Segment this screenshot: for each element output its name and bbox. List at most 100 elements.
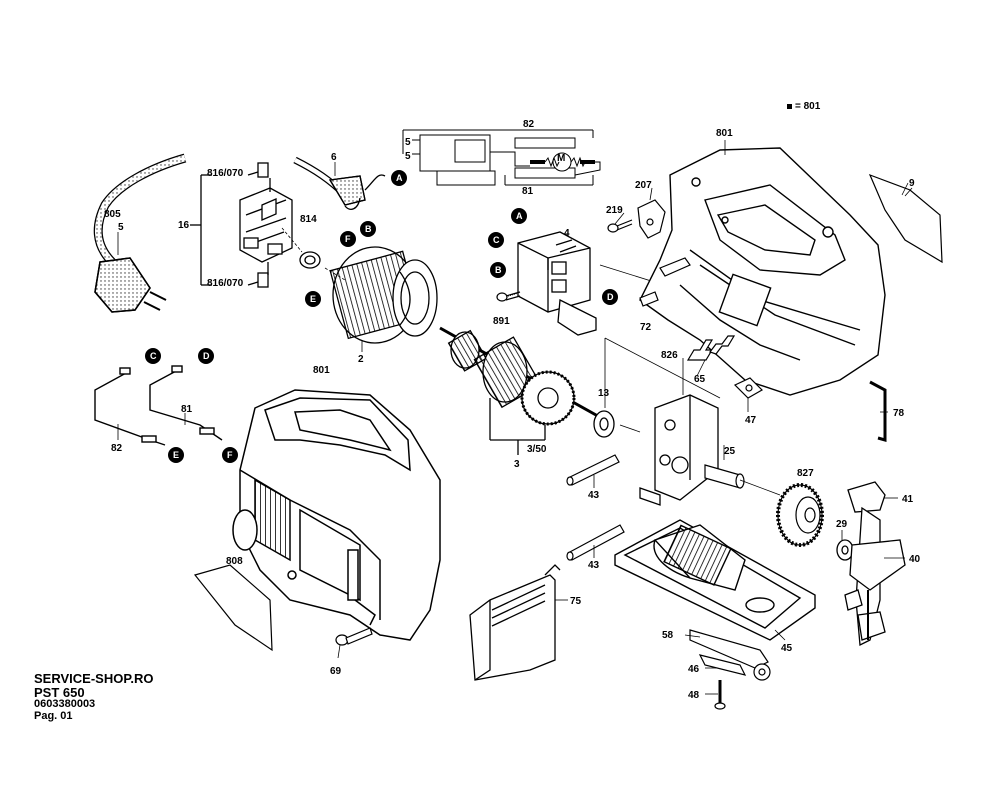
label-891: 891 — [493, 316, 510, 327]
label-2: 2 — [358, 354, 364, 365]
label-29: 29 — [836, 519, 848, 530]
connector-e-motor: E — [305, 291, 321, 307]
svg-text:E: E — [173, 450, 179, 460]
housing-assembled — [232, 389, 441, 641]
square-marker-icon — [787, 103, 792, 109]
gear-plate — [604, 337, 721, 506]
label-65: 65 — [694, 374, 706, 385]
svg-text:C: C — [150, 351, 157, 361]
connector-a-suppressor: A — [511, 208, 527, 224]
label-48: 48 — [688, 690, 700, 701]
svg-text:F: F — [345, 234, 351, 244]
label-6: 6 — [331, 152, 337, 163]
label-3-50: 3/50 — [527, 444, 547, 455]
cable-sleeve — [293, 156, 386, 210]
label-81: 81 — [181, 404, 193, 415]
connector-d-wire: D — [198, 348, 214, 364]
label-808: 808 — [226, 556, 243, 567]
svg-text:E: E — [310, 294, 316, 304]
connector-f-wire: F — [222, 447, 238, 463]
connecting-wires — [94, 365, 223, 446]
label-78: 78 — [893, 408, 905, 419]
label-801-top: 801 — [716, 128, 733, 139]
svg-text:A: A — [516, 211, 523, 221]
label-207: 207 — [635, 180, 652, 191]
label-9: 9 — [909, 178, 915, 189]
label-58: 58 — [662, 630, 674, 641]
svg-text:F: F — [227, 450, 233, 460]
armature — [439, 326, 615, 455]
label-826: 826 — [661, 350, 678, 361]
connector-d-suppressor: D — [602, 289, 618, 305]
label-805: 805 — [104, 209, 121, 220]
label-41: 41 — [902, 494, 914, 505]
leader-lines — [593, 187, 913, 695]
label-46: 46 — [688, 664, 700, 675]
label-40: 40 — [909, 554, 921, 565]
blade-cover — [469, 564, 568, 681]
svg-text:A: A — [396, 173, 403, 183]
label-75: 75 — [570, 596, 582, 607]
blade-clamp — [689, 629, 771, 710]
svg-text:C: C — [493, 235, 500, 245]
base-plate — [614, 519, 816, 641]
plunger-assembly — [836, 481, 906, 647]
connector-c-wire: C — [145, 348, 161, 364]
label-45: 45 — [781, 643, 793, 654]
model-name: PST 650 — [34, 684, 85, 700]
label-43-top: 43 — [588, 490, 600, 501]
svg-text:B: B — [495, 265, 502, 275]
svg-text:D: D — [607, 292, 614, 302]
switch-assembly — [190, 162, 293, 288]
shop-name: SERVICE-SHOP.RO — [34, 671, 154, 686]
part-labels: 805 5 16 816/070 816/070 6 814 2 82 5 5 … — [104, 119, 921, 701]
label-47: 47 — [745, 415, 757, 426]
small-parts-right — [607, 199, 887, 442]
legend: = 801 — [787, 101, 820, 112]
page-number: Pag. 01 — [34, 709, 73, 722]
connector-a-cable: A — [391, 170, 407, 186]
label-16: 16 — [178, 220, 190, 231]
legend-text: = 801 — [795, 101, 821, 112]
connector-badges: A B F E A C B D C D E F — [145, 170, 618, 463]
connector-f-switch: F — [340, 231, 356, 247]
connector-e-wire: E — [168, 447, 184, 463]
gear — [739, 479, 824, 547]
label-4: 4 — [564, 228, 570, 239]
label-814: 814 — [300, 214, 317, 225]
label-827: 827 — [797, 468, 814, 479]
suppressor-box — [517, 231, 681, 336]
label-5-schematic-a: 5 — [405, 137, 411, 148]
wiring-schematic — [402, 129, 601, 186]
motor-field — [281, 227, 438, 352]
label-816-070-bottom: 816/070 — [207, 278, 244, 289]
label-72: 72 — [640, 322, 652, 333]
label-5-schematic-b: 5 — [405, 151, 411, 162]
label-3: 3 — [514, 459, 520, 470]
connector-b-suppressor: B — [490, 262, 506, 278]
label-13: 13 — [598, 388, 610, 399]
label-219: 219 — [606, 205, 623, 216]
screw — [496, 291, 521, 302]
svg-text:B: B — [365, 224, 372, 234]
label-82: 82 — [111, 443, 123, 454]
connector-b-cable: B — [360, 221, 376, 237]
part-number: 0603380003 — [34, 698, 96, 711]
svg-text:D: D — [203, 351, 210, 361]
label-25: 25 — [724, 446, 736, 457]
label-816-070-top: 816/070 — [207, 168, 244, 179]
label-43-bottom: 43 — [588, 560, 600, 571]
label-81-top: 81 — [522, 186, 534, 197]
label-69: 69 — [330, 666, 342, 677]
label-plate — [868, 173, 943, 264]
connector-c-suppressor: C — [488, 232, 504, 248]
side-cover — [193, 564, 373, 659]
label-5: 5 — [118, 222, 124, 233]
power-cord — [93, 153, 187, 313]
motor-symbol: M — [557, 153, 565, 164]
label-82-top: 82 — [523, 119, 535, 130]
housing-half-top — [639, 140, 886, 396]
guide-rods — [566, 454, 745, 561]
label-801-mid: 801 — [313, 365, 330, 376]
